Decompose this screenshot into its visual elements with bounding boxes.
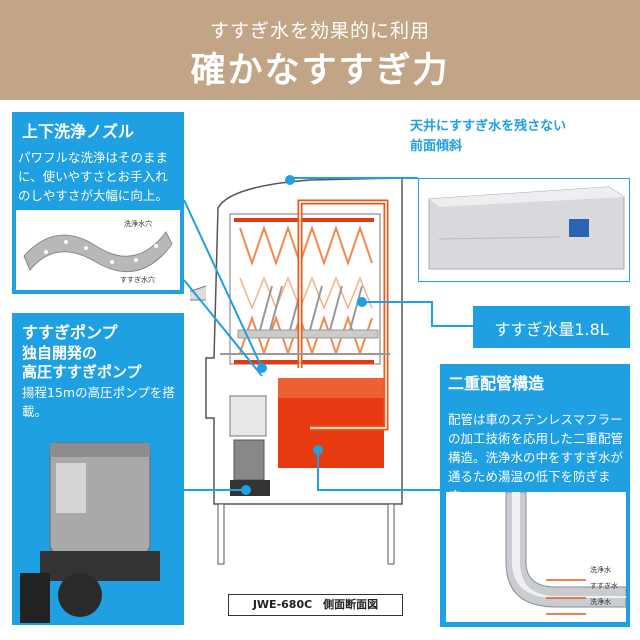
double-pipe-photo: 洗浄水 すすぎ水 洗浄水	[446, 492, 626, 622]
double-pipe-title: 二重配管構造	[448, 374, 545, 393]
pump-headline: 独自開発の 高圧すすぎポンプ	[22, 344, 142, 381]
header-banner: すすぎ水を効果的に利用 確かなすすぎ力	[0, 0, 640, 100]
nozzle-panel: 上下洗浄ノズル パワフルな洗浄はそのままに、使いやすさとお手入れのしやすさが大幅…	[12, 112, 184, 294]
machine-cross-section-diagram	[190, 177, 403, 565]
double-pipe-description: 配管は車のステンレスマフラーの加工技術を応用した二重配管構造。洗浄水の中をすすぎ…	[448, 412, 624, 503]
pump-panel: すすぎポンプ 独自開発の 高圧すすぎポンプ 揚程15mの高圧ポンプを搭載。	[12, 313, 184, 625]
rinse-volume-text: すすぎ水量1.8L	[494, 320, 609, 339]
pump-photo	[20, 442, 160, 623]
rinse-volume-panel: すすぎ水量1.8L	[473, 306, 630, 348]
diagram-caption: JWE-680C 側面断面図	[228, 594, 403, 616]
front-slope-photo	[418, 178, 630, 282]
ceiling-slope-text: 天井にすすぎ水を残さない 前面傾斜	[410, 119, 567, 154]
nozzle-title: 上下洗浄ノズル	[22, 122, 135, 141]
nozzle-description: パワフルな洗浄はそのままに、使いやすさとお手入れのしやすさが大幅に向上。	[18, 150, 169, 203]
pipe-wash-label-bottom: 洗浄水	[590, 597, 611, 606]
wash-hole-label: 洗浄水穴	[124, 219, 152, 228]
header-title: 確かなすすぎ力	[190, 51, 450, 91]
pipe-rinse-label: すすぎ水	[590, 581, 618, 590]
nozzle-photo: 洗浄水穴 すすぎ水穴	[16, 210, 180, 290]
pipe-wash-label-top: 洗浄水	[590, 565, 611, 574]
pump-title: すすぎポンプ	[22, 323, 118, 342]
double-pipe-panel: 二重配管構造 配管は車のステンレスマフラーの加工技術を応用した二重配管構造。洗浄…	[440, 364, 630, 627]
rinse-hole-label: すすぎ水穴	[120, 275, 155, 284]
header-subtitle: すすぎ水を効果的に利用	[209, 20, 430, 42]
pump-description: 揚程15mの高圧ポンプを搭載。	[22, 385, 175, 419]
